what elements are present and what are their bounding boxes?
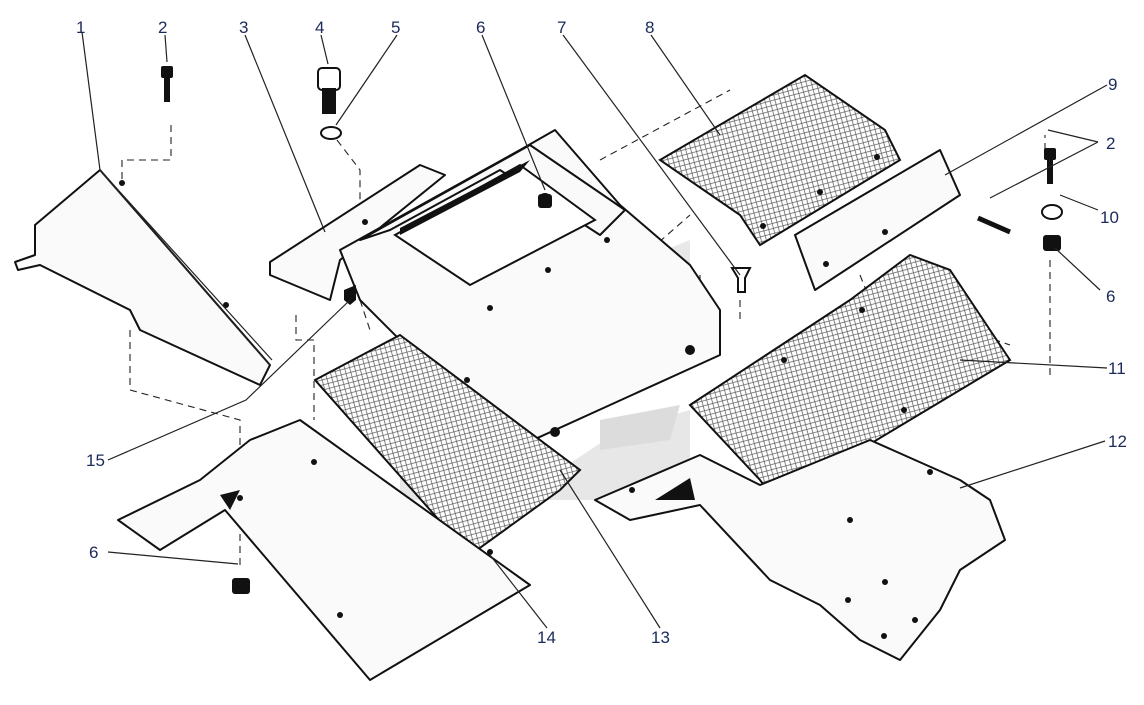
- callout-labels: 1 2 3 4 5 6 7 8 9 2 10 6 11 12 13 14 15 …: [76, 18, 1127, 647]
- callout-6: 6: [476, 18, 485, 37]
- part-1-side-panel: [14, 169, 271, 386]
- callout-4: 4: [315, 18, 324, 37]
- part-6-nut-right: [1043, 235, 1061, 251]
- part-2-bolt-right: [1044, 148, 1056, 184]
- part-3-bracket: [269, 164, 446, 301]
- part-4-bolt: [317, 67, 341, 114]
- part-floor-plate-left: [117, 419, 531, 681]
- callout-6-bottom: 6: [89, 543, 98, 562]
- callout-10: 10: [1100, 208, 1119, 227]
- callout-15: 15: [86, 451, 105, 470]
- callout-12: 12: [1108, 432, 1127, 451]
- part-2-bolt: [161, 66, 173, 102]
- callout-6-right: 6: [1106, 287, 1115, 306]
- part-screw-right: [976, 215, 1012, 235]
- callout-7: 7: [557, 18, 566, 37]
- leader-lines: [81, 31, 1108, 629]
- callout-5: 5: [391, 18, 400, 37]
- part-15-fastener: [344, 285, 356, 305]
- callout-2: 2: [158, 18, 167, 37]
- callout-14: 14: [537, 628, 556, 647]
- callout-8: 8: [645, 18, 654, 37]
- part-6-nut-bottom: [232, 578, 250, 594]
- callout-2-right: 2: [1106, 134, 1115, 153]
- part-12-frame: [594, 439, 1006, 661]
- part-10-washer: [1041, 204, 1063, 220]
- callout-9: 9: [1108, 75, 1117, 94]
- part-7-screw: [730, 267, 752, 293]
- callout-3: 3: [239, 18, 248, 37]
- callout-1: 1: [76, 18, 85, 37]
- part-5-washer: [320, 126, 342, 140]
- part-8-mesh-panel: [658, 73, 902, 247]
- part-9-rail: [794, 149, 961, 291]
- callout-13: 13: [651, 628, 670, 647]
- part-6-nut-top: [538, 194, 552, 208]
- callout-11: 11: [1108, 359, 1126, 378]
